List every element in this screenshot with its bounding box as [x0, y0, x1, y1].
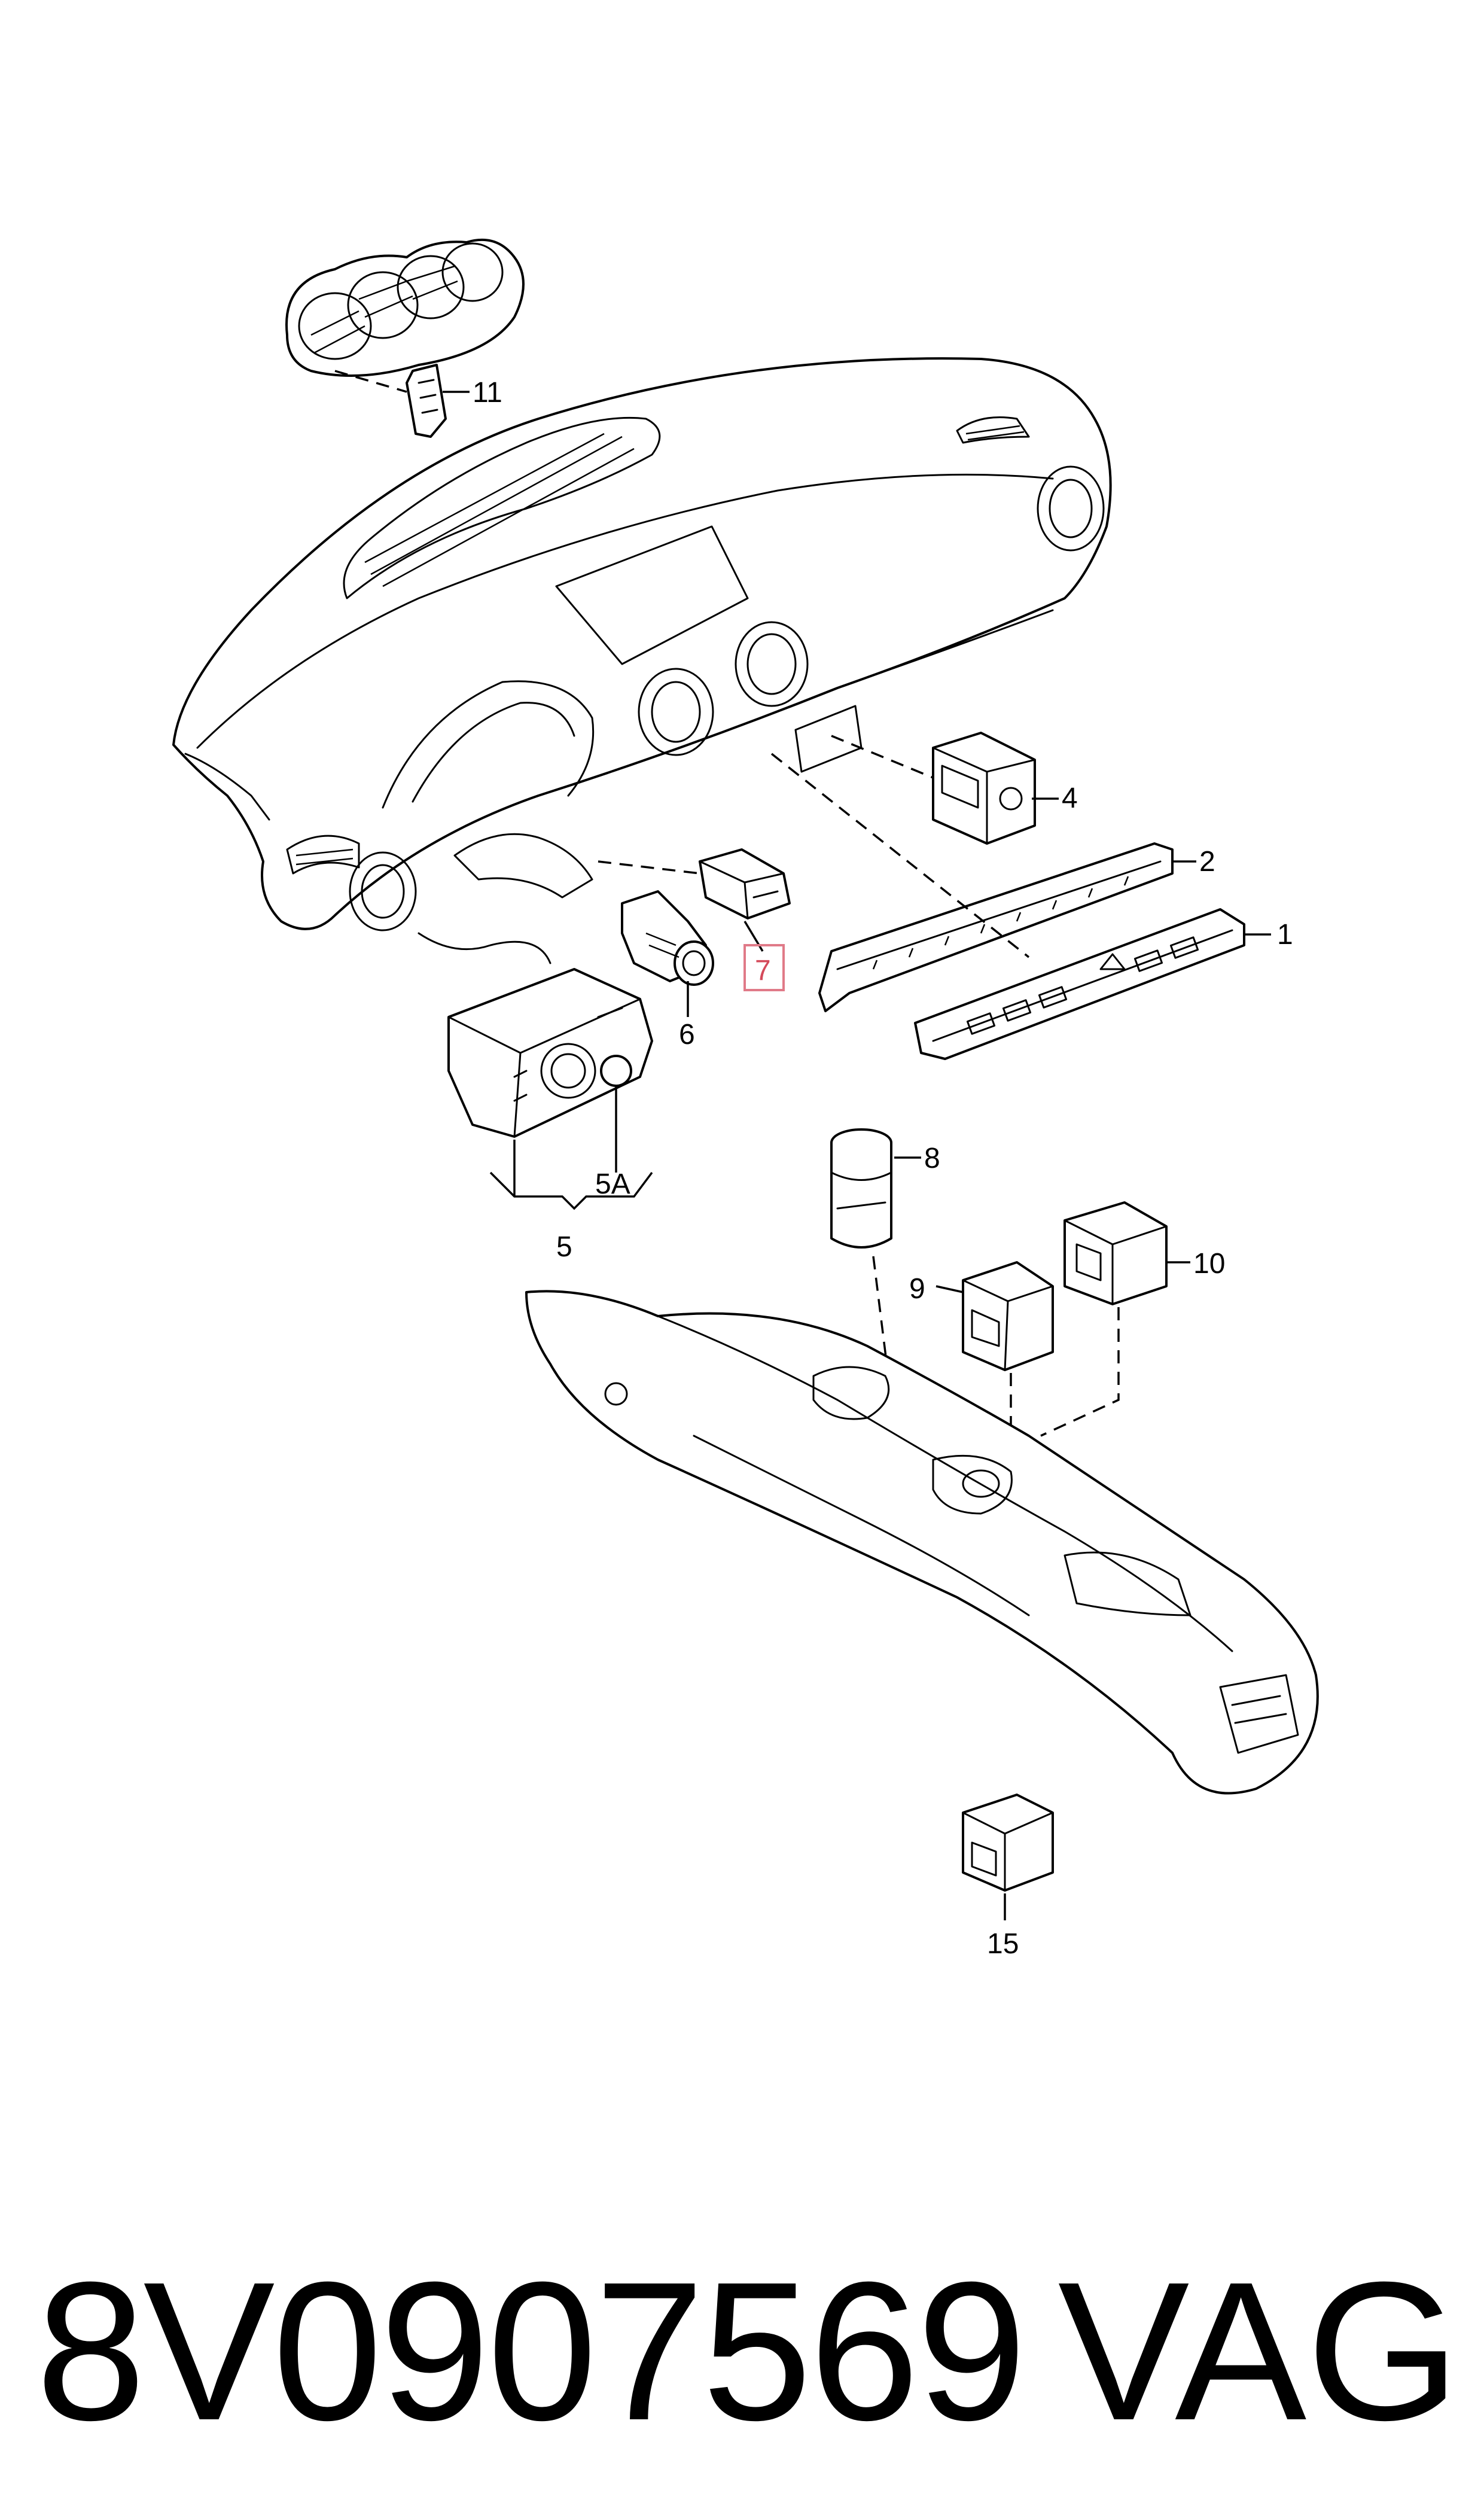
part-9-switch	[962, 1261, 1054, 1371]
brand-label: VAG	[1058, 2240, 1460, 2461]
dashboard-assembly	[172, 357, 1112, 964]
callout-1: 1	[1277, 919, 1293, 951]
callout-9: 9	[909, 1273, 925, 1305]
part-7-switch	[699, 848, 791, 919]
callout-7-highlight	[743, 944, 785, 991]
callout-6: 6	[679, 1019, 695, 1051]
part-15-switch	[962, 1794, 1054, 1892]
part-4-switch	[932, 732, 1036, 845]
part-2-trim-strip	[818, 842, 1174, 1012]
part-11-switch	[406, 364, 447, 438]
part-8-cylinder	[830, 1128, 892, 1249]
callout-8: 8	[924, 1143, 940, 1174]
part-1-button-strip	[914, 908, 1245, 1060]
callout-11: 11	[473, 377, 502, 409]
part-10-switch	[1064, 1201, 1168, 1305]
callout-15: 15	[987, 1928, 1019, 1960]
part-6-knob	[621, 890, 714, 986]
instrument-cluster-pods	[285, 238, 525, 377]
center-console	[525, 1290, 1319, 1795]
callout-7: 7	[755, 955, 771, 987]
callout-5a: 5A	[595, 1168, 630, 1200]
callout-5: 5	[556, 1231, 572, 1263]
callout-2: 2	[1199, 846, 1215, 878]
exploded-parts-diagram: 1 2 4 5 5A 6 7 8 9 10 11 15	[172, 238, 1319, 1960]
callout-4: 4	[1062, 783, 1078, 814]
callout-10: 10	[1193, 1248, 1225, 1280]
part-number-label: 8V0907569	[36, 2240, 1026, 2461]
part-5-light-switch	[447, 968, 653, 1138]
